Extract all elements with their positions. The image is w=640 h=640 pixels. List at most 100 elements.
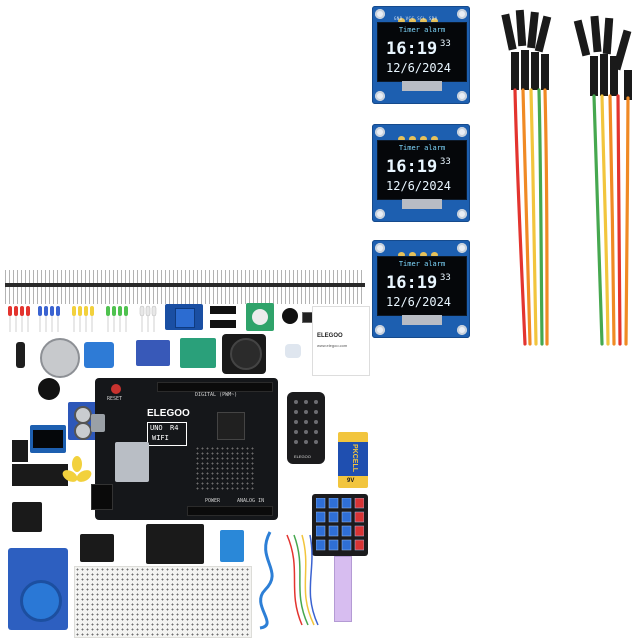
pin-header-strips (5, 270, 365, 304)
jumper-wire-bundle-left (501, 9, 552, 346)
oled-date: 12/6/2024 (386, 295, 452, 309)
oled-screen: Timer alarm 16:19 33 12/6/2024 (377, 140, 467, 200)
usb-cable (259, 531, 274, 630)
connector-housings (501, 9, 552, 90)
sensor-module (136, 340, 170, 366)
digital-header (157, 382, 273, 392)
elegoo-info-card: ELEGOO www.elegoo.com (312, 306, 370, 376)
battery-brand: PKCELL (351, 444, 358, 472)
reset-button (111, 384, 121, 394)
pir-sensor-module (246, 303, 274, 331)
oled-date: 12/6/2024 (386, 61, 452, 75)
motor-driver-module (180, 338, 216, 368)
oled-title: Timer alarm (398, 144, 446, 152)
dht-sensor (220, 530, 244, 562)
board-model-right: R4 (170, 424, 179, 432)
board-label-digital: DIGITAL (PWM~) (195, 392, 238, 398)
keypad-keys (316, 498, 364, 551)
oled-time: 16:19 (386, 157, 438, 177)
ic-chip (210, 320, 236, 328)
remote-buttons (294, 400, 318, 444)
servo-motor (84, 342, 114, 368)
oled-title: Timer alarm (398, 26, 446, 34)
light-sensor-module (12, 502, 42, 532)
connector-housings (573, 15, 632, 100)
pin-header-bar (5, 283, 365, 287)
board-label-power: POWER (205, 498, 221, 504)
pin-labels: GND VCC SCL SDA (394, 16, 438, 21)
capacitor (16, 342, 25, 368)
mount-hole (375, 127, 385, 137)
keypad-ribbon-cable (334, 556, 352, 622)
joystick-knob (230, 338, 262, 370)
board-label-reset: RESET (107, 396, 123, 402)
fan-propeller (62, 456, 92, 482)
ir-receiver-module (80, 534, 114, 562)
mount-hole (457, 325, 467, 335)
oled-screen: Timer alarm 16:19 33 12/6/2024 (377, 22, 467, 82)
pin-header (398, 127, 444, 142)
relay-cube (175, 308, 195, 328)
mount-hole (375, 325, 385, 335)
mount-hole (457, 9, 467, 19)
mount-hole (375, 209, 385, 219)
rfid-tag (20, 580, 62, 622)
loose-jumper-wires (286, 534, 319, 626)
oled-time: 16:19 (386, 273, 438, 293)
board-label-analog: ANALOG IN (237, 498, 265, 504)
mount-hole (457, 209, 467, 219)
membrane-keypad (312, 494, 368, 556)
seven-segment-quad (12, 464, 68, 486)
kit-oled-screen (33, 430, 63, 448)
led-row (8, 305, 157, 332)
oled-display-module-1: GND VCC SCL SDA Timer alarm 16:19 33 12/… (372, 6, 470, 104)
mount-hole (457, 243, 467, 253)
mount-hole (375, 91, 385, 101)
arduino-uno-r4-wifi-board: RESET DIGITAL (PWM~) ELEGOO UNO R4 WIFI … (91, 378, 278, 520)
pir-dome (252, 309, 268, 325)
stepper-motor (40, 338, 80, 378)
microcontroller-chip (217, 412, 245, 440)
oled-display-module-2: Timer alarm 16:19 33 12/6/2024 (372, 124, 470, 222)
leds (8, 305, 157, 317)
power-analog-header (187, 506, 273, 516)
relay-module (165, 304, 203, 330)
board-model-sub: WIFI (152, 434, 169, 442)
usb-port (91, 414, 105, 432)
mount-hole (457, 91, 467, 101)
led-matrix (195, 446, 255, 490)
mount-hole (375, 243, 385, 253)
ic-chip (210, 306, 236, 314)
buzzer (282, 308, 298, 324)
card-url: www.elegoo.com (317, 343, 348, 348)
breadboard (74, 566, 252, 638)
ir-leds (285, 344, 301, 358)
oled-screen: Timer alarm 16:19 33 12/6/2024 (377, 256, 467, 316)
board-model-left: UNO (150, 424, 163, 432)
oled-seconds: 33 (440, 157, 451, 167)
display-ribbon (402, 81, 442, 91)
oled-display-module-3: Timer alarm 16:19 33 12/6/2024 (372, 240, 470, 338)
ultrasonic-eye (74, 422, 92, 440)
jumper-wire-bundle-right (573, 15, 632, 346)
mount-hole (375, 9, 385, 19)
kit-oled-module (30, 425, 66, 453)
9v-battery: PKCELL 9V (338, 432, 368, 488)
wire-strands (513, 88, 549, 346)
oled-seconds: 33 (440, 39, 451, 49)
dc-barrel-jack (91, 484, 113, 510)
rfid-module (8, 548, 68, 630)
mount-hole (457, 127, 467, 137)
battery-voltage: 9V (347, 478, 355, 484)
card-brand: ELEGOO (317, 333, 343, 339)
led-legs (9, 316, 155, 332)
oled-time: 16:19 (386, 39, 438, 59)
wifi-module (115, 442, 149, 482)
joystick-module (222, 334, 266, 374)
display-ribbon (402, 199, 442, 209)
display-ribbon (402, 315, 442, 325)
battery-label-band (338, 442, 368, 476)
pin-header (398, 243, 444, 258)
oled-title: Timer alarm (398, 260, 446, 268)
seven-segment-single (12, 440, 28, 462)
